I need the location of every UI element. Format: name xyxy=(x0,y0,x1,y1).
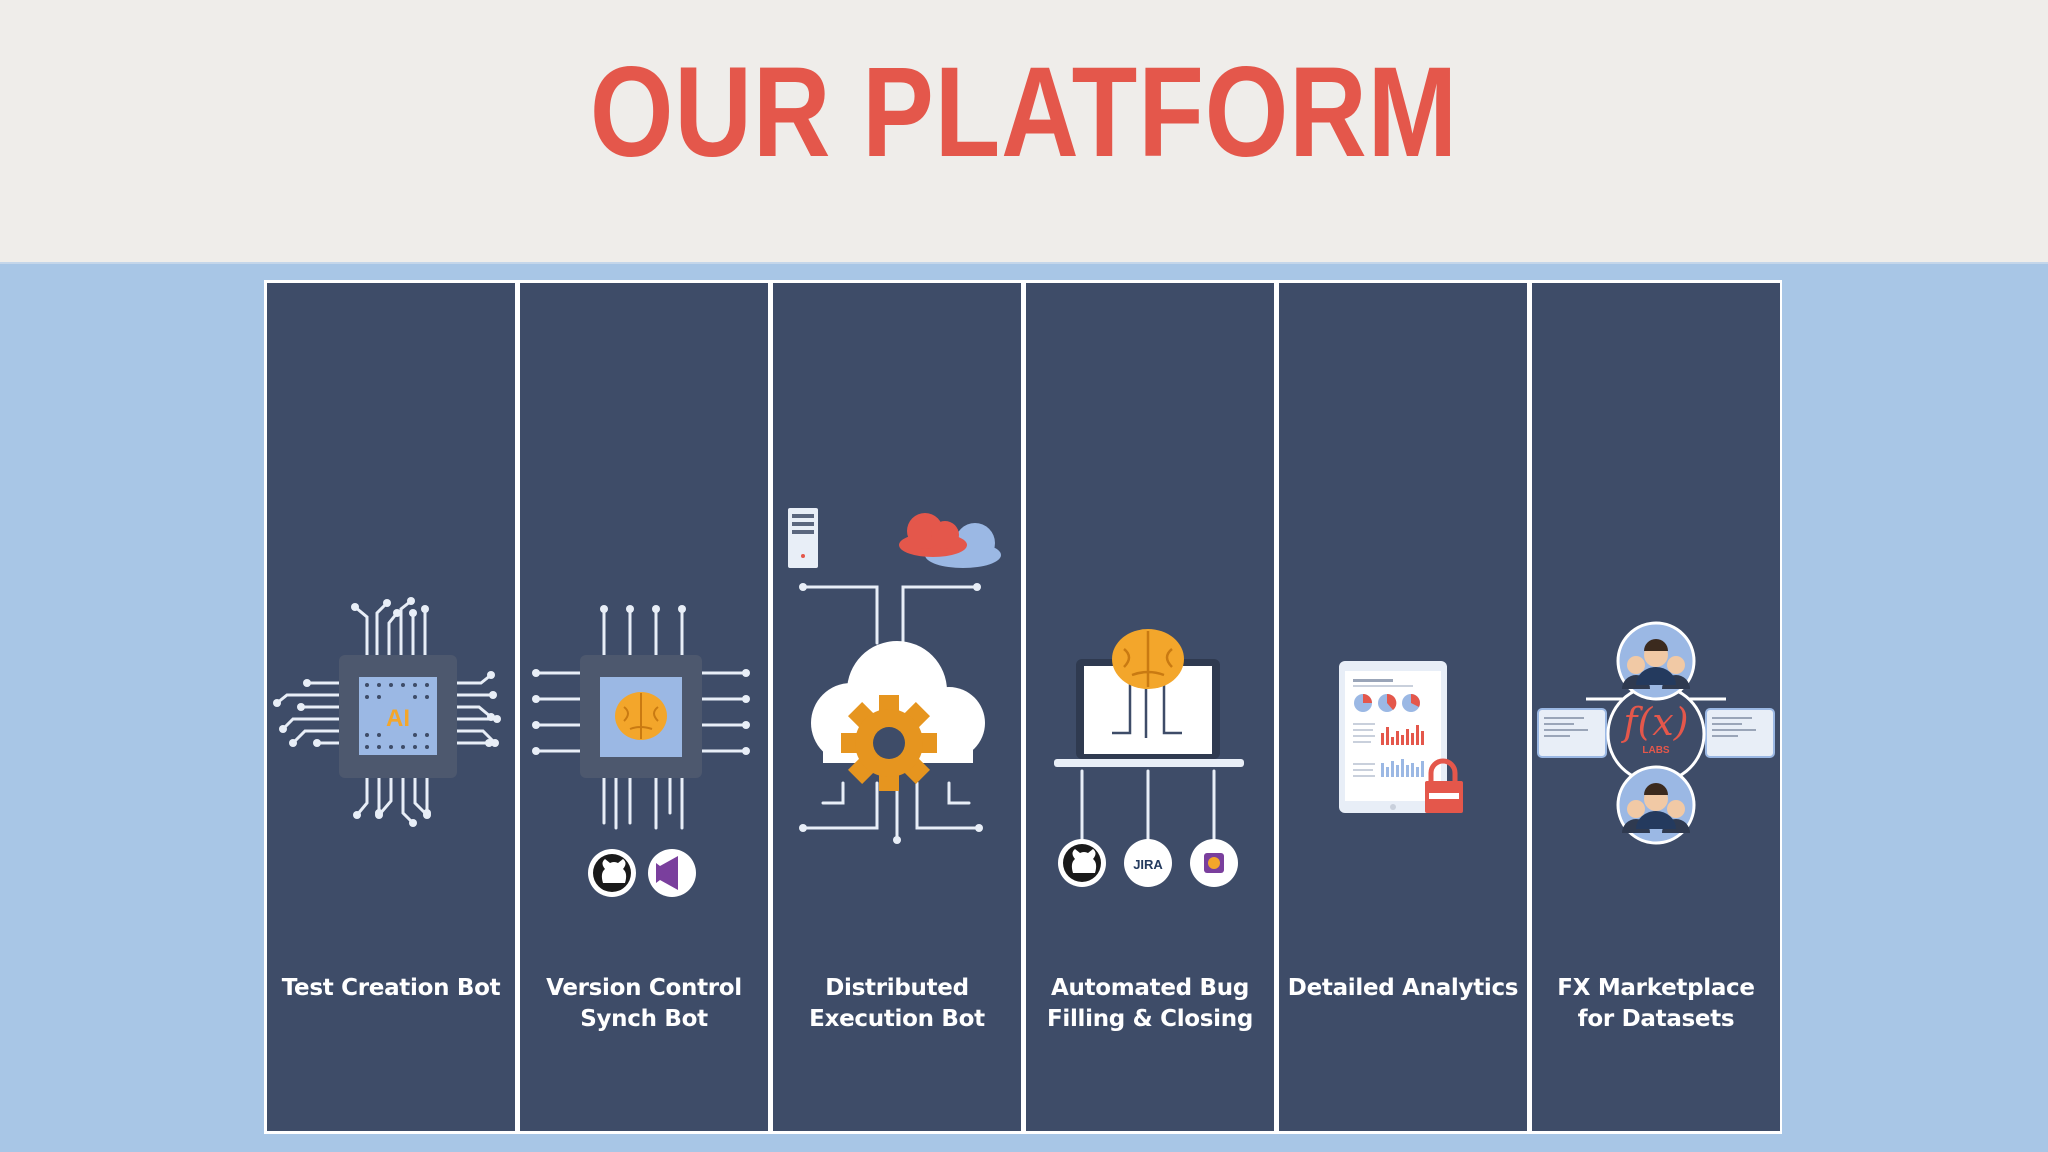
panel-label: FX Marketplace for Datasets xyxy=(1557,975,1755,1032)
laptop-brain-icon: JIRA xyxy=(1054,629,1244,887)
panel-label: Test Creation Bot xyxy=(281,975,501,1001)
page-title: OUR PLATFORM xyxy=(589,41,1459,184)
panel-detailed-analytics[interactable]: Detailed Analytics xyxy=(1279,283,1527,1131)
marketplace-network-icon: f(x) LABS xyxy=(1537,621,1775,845)
panel-version-control-synch-bot[interactable]: Version Control Synch Bot xyxy=(520,283,768,1131)
panel-label: Version Control Synch Bot xyxy=(546,975,742,1032)
ai-chip-icon: AI xyxy=(273,597,501,827)
panel-fx-marketplace[interactable]: f(x) LABS FX Marketplace for Datasets xyxy=(1532,283,1780,1131)
cloud-gear-icon xyxy=(788,508,1001,844)
panel-test-creation-bot[interactable]: AI Test Creation Bot xyxy=(267,283,515,1131)
analytics-tablet-icon xyxy=(1339,661,1463,813)
brain-chip-icon xyxy=(532,605,750,897)
panel-label: Detailed Analytics xyxy=(1287,975,1519,1001)
header-banner: OUR PLATFORM xyxy=(0,0,2048,264)
jira-label: JIRA xyxy=(1133,857,1163,872)
platform-panels: AI Test Creation Bot xyxy=(264,280,1782,1134)
labs-label: LABS xyxy=(1642,745,1670,756)
chip-label: AI xyxy=(386,705,410,732)
panel-label: Distributed Execution Bot xyxy=(809,975,985,1032)
panel-distributed-execution-bot[interactable]: Distributed Execution Bot xyxy=(773,283,1021,1131)
panel-label: Automated Bug Filling & Closing xyxy=(1046,975,1254,1032)
fx-label: f(x) xyxy=(1620,700,1688,744)
panel-automated-bug-filling[interactable]: JIRA Automated Bug Filling & Closing xyxy=(1026,283,1274,1131)
